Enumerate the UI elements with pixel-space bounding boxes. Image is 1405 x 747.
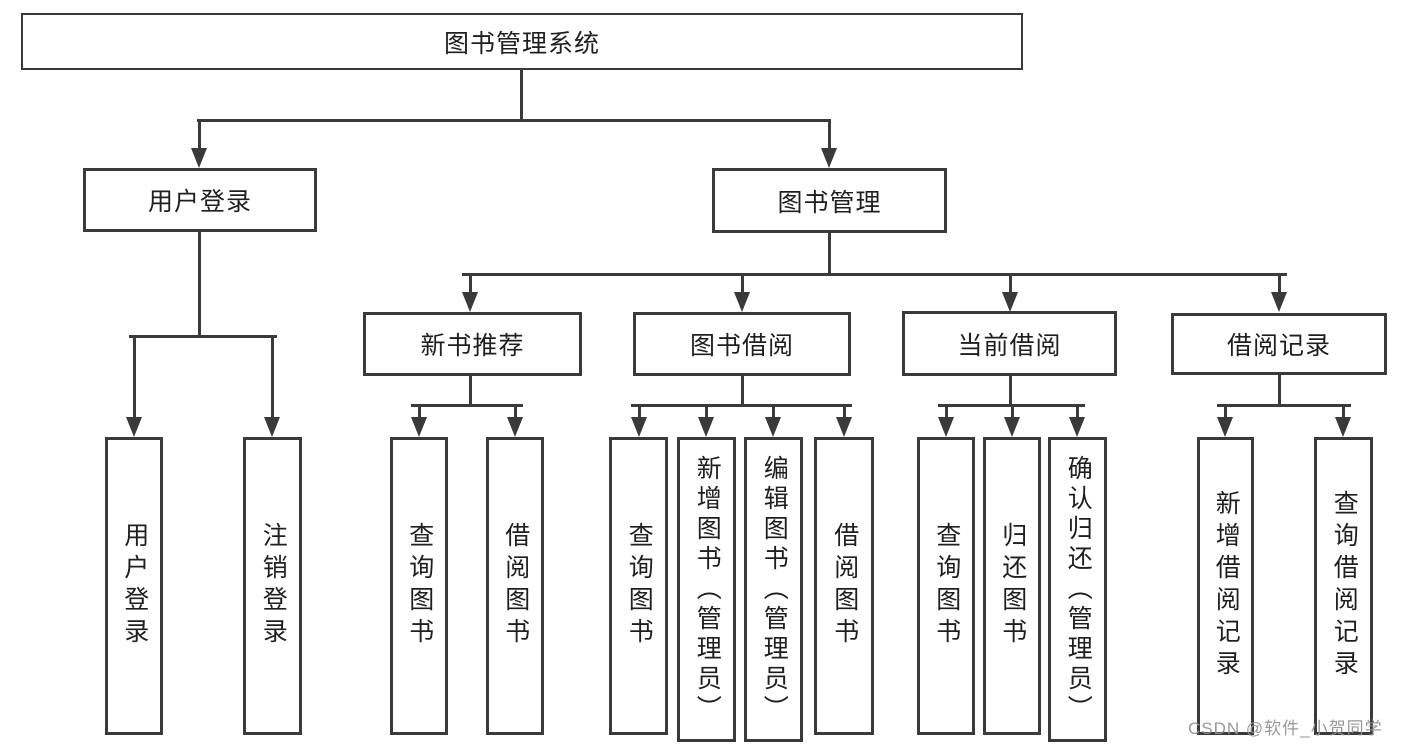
leaf-bb-borrow-books-label: 借阅图书 xyxy=(830,522,859,650)
arrow-shaft-bb-borrow xyxy=(843,404,846,419)
node-current-borrowing-label: 当前借阅 xyxy=(957,331,1062,360)
arrow-shaft-new-book xyxy=(469,273,472,294)
arrow-shaft-bb-add xyxy=(705,404,708,419)
leaf-logout: 注销登录 xyxy=(243,437,302,735)
arrowhead-borrowing-records xyxy=(1271,292,1287,312)
arrowhead-br-add xyxy=(1217,417,1233,437)
leaf-cb-return-books-label: 归还图书 xyxy=(998,522,1027,650)
arrow-shaft-current-borrowing xyxy=(1009,273,1012,294)
node-root-label: 图书管理系统 xyxy=(443,29,600,58)
arrowhead-bb-borrow xyxy=(836,417,852,437)
arrow-shaft-bb-edit xyxy=(772,404,775,419)
node-user-login-label: 用户登录 xyxy=(147,188,252,216)
arrowhead-user-login xyxy=(191,148,207,168)
connector-branch-new-book xyxy=(411,404,523,407)
arrowhead-bb-query xyxy=(631,417,647,437)
node-current-borrowing: 当前借阅 xyxy=(902,311,1117,376)
connector-branch-level3 xyxy=(462,273,1287,276)
leaf-nb-query-books-label: 查询图书 xyxy=(405,522,434,650)
arrowhead-cb-return xyxy=(1004,417,1020,437)
csdn-watermark: CSDN @软件_小贺同学 xyxy=(1188,719,1383,738)
arrow-shaft-br-add xyxy=(1224,404,1227,419)
node-borrowing-records: 借阅记录 xyxy=(1171,313,1387,375)
arrowhead-leaf-login xyxy=(126,417,142,437)
leaf-user-login: 用户登录 xyxy=(105,437,163,735)
connector-book-management-stem xyxy=(828,233,831,275)
connector-branch-level2 xyxy=(197,119,831,122)
arrow-shaft-cb-query xyxy=(945,404,948,419)
connector-current-borrowing-stem xyxy=(1009,374,1012,407)
leaf-cb-confirm-return: 确认归还（管理员） xyxy=(1048,437,1107,742)
arrow-shaft-user-login xyxy=(198,119,201,150)
node-new-book-recommend-label: 新书推荐 xyxy=(420,332,525,360)
arrow-shaft-nb-borrow xyxy=(514,404,517,419)
arrowhead-leaf-logout xyxy=(264,417,280,437)
arrowhead-br-query xyxy=(1335,417,1351,437)
arrowhead-book-management xyxy=(821,148,837,168)
leaf-bb-query-books-label: 查询图书 xyxy=(625,522,654,650)
arrowhead-nb-query xyxy=(411,417,427,437)
node-book-management: 图书管理 xyxy=(712,168,947,233)
node-root: 图书管理系统 xyxy=(21,13,1023,70)
leaf-nb-query-books: 查询图书 xyxy=(390,437,448,735)
leaf-nb-borrow-books: 借阅图书 xyxy=(486,437,544,735)
leaf-bb-edit-books: 编辑图书（管理员） xyxy=(744,437,803,742)
leaf-cb-query-books-label: 查询图书 xyxy=(932,522,961,650)
connector-new-book-stem xyxy=(469,374,472,407)
arrow-shaft-cb-confirm xyxy=(1076,404,1079,419)
arrow-shaft-bb-query xyxy=(638,404,641,419)
arrow-shaft-book-borrowing xyxy=(741,273,744,294)
arrow-shaft-borrowing-records xyxy=(1278,273,1281,294)
leaf-nb-borrow-books-label: 借阅图书 xyxy=(501,522,530,650)
arrowhead-cb-query xyxy=(938,417,954,437)
leaf-user-login-label: 用户登录 xyxy=(120,522,149,650)
arrowhead-book-borrowing xyxy=(734,292,750,312)
arrow-shaft-leaf-logout xyxy=(271,335,274,419)
leaf-br-query-record-label: 查询借阅记录 xyxy=(1330,490,1359,682)
leaf-br-query-record: 查询借阅记录 xyxy=(1314,437,1373,735)
leaf-bb-add-books-label: 新增图书（管理员） xyxy=(693,454,722,725)
connector-user-login-stem xyxy=(198,231,201,338)
node-book-borrowing-label: 图书借阅 xyxy=(689,332,794,360)
arrowhead-bb-edit xyxy=(765,417,781,437)
node-user-login: 用户登录 xyxy=(83,168,317,232)
leaf-bb-add-books: 新增图书（管理员） xyxy=(677,437,736,742)
leaf-logout-label: 注销登录 xyxy=(259,522,288,650)
connector-borrowing-records-stem xyxy=(1278,373,1281,407)
arrowhead-current-borrowing xyxy=(1002,292,1018,312)
arrow-shaft-book-management xyxy=(828,119,831,150)
arrow-shaft-br-query xyxy=(1342,404,1345,419)
leaf-bb-edit-books-label: 编辑图书（管理员） xyxy=(760,454,789,725)
leaf-br-add-record: 新增借阅记录 xyxy=(1197,437,1254,735)
arrow-shaft-leaf-login xyxy=(133,335,136,419)
arrow-shaft-nb-query xyxy=(418,404,421,419)
leaf-bb-query-books: 查询图书 xyxy=(609,437,668,735)
leaf-br-add-record-label: 新增借阅记录 xyxy=(1212,490,1241,682)
connector-root-stem xyxy=(520,69,523,121)
leaf-cb-confirm-return-label: 确认归还（管理员） xyxy=(1064,454,1093,725)
node-borrowing-records-label: 借阅记录 xyxy=(1226,332,1331,360)
connector-branch-borrowing-records xyxy=(1217,404,1351,407)
node-book-borrowing: 图书借阅 xyxy=(633,312,851,376)
arrowhead-nb-borrow xyxy=(507,417,523,437)
arrowhead-cb-confirm xyxy=(1069,417,1085,437)
connector-book-borrowing-stem xyxy=(741,374,744,407)
leaf-cb-return-books: 归还图书 xyxy=(983,437,1041,735)
connector-branch-book-borrowing xyxy=(631,404,852,407)
node-book-management-label: 图书管理 xyxy=(777,188,882,217)
arrowhead-new-book xyxy=(462,292,478,312)
arrowhead-bb-add xyxy=(698,417,714,437)
node-new-book-recommend: 新书推荐 xyxy=(363,312,582,376)
leaf-cb-query-books: 查询图书 xyxy=(917,437,975,735)
leaf-bb-borrow-books: 借阅图书 xyxy=(814,437,874,735)
arrow-shaft-cb-return xyxy=(1011,404,1014,419)
connector-branch-user-login xyxy=(129,335,277,338)
